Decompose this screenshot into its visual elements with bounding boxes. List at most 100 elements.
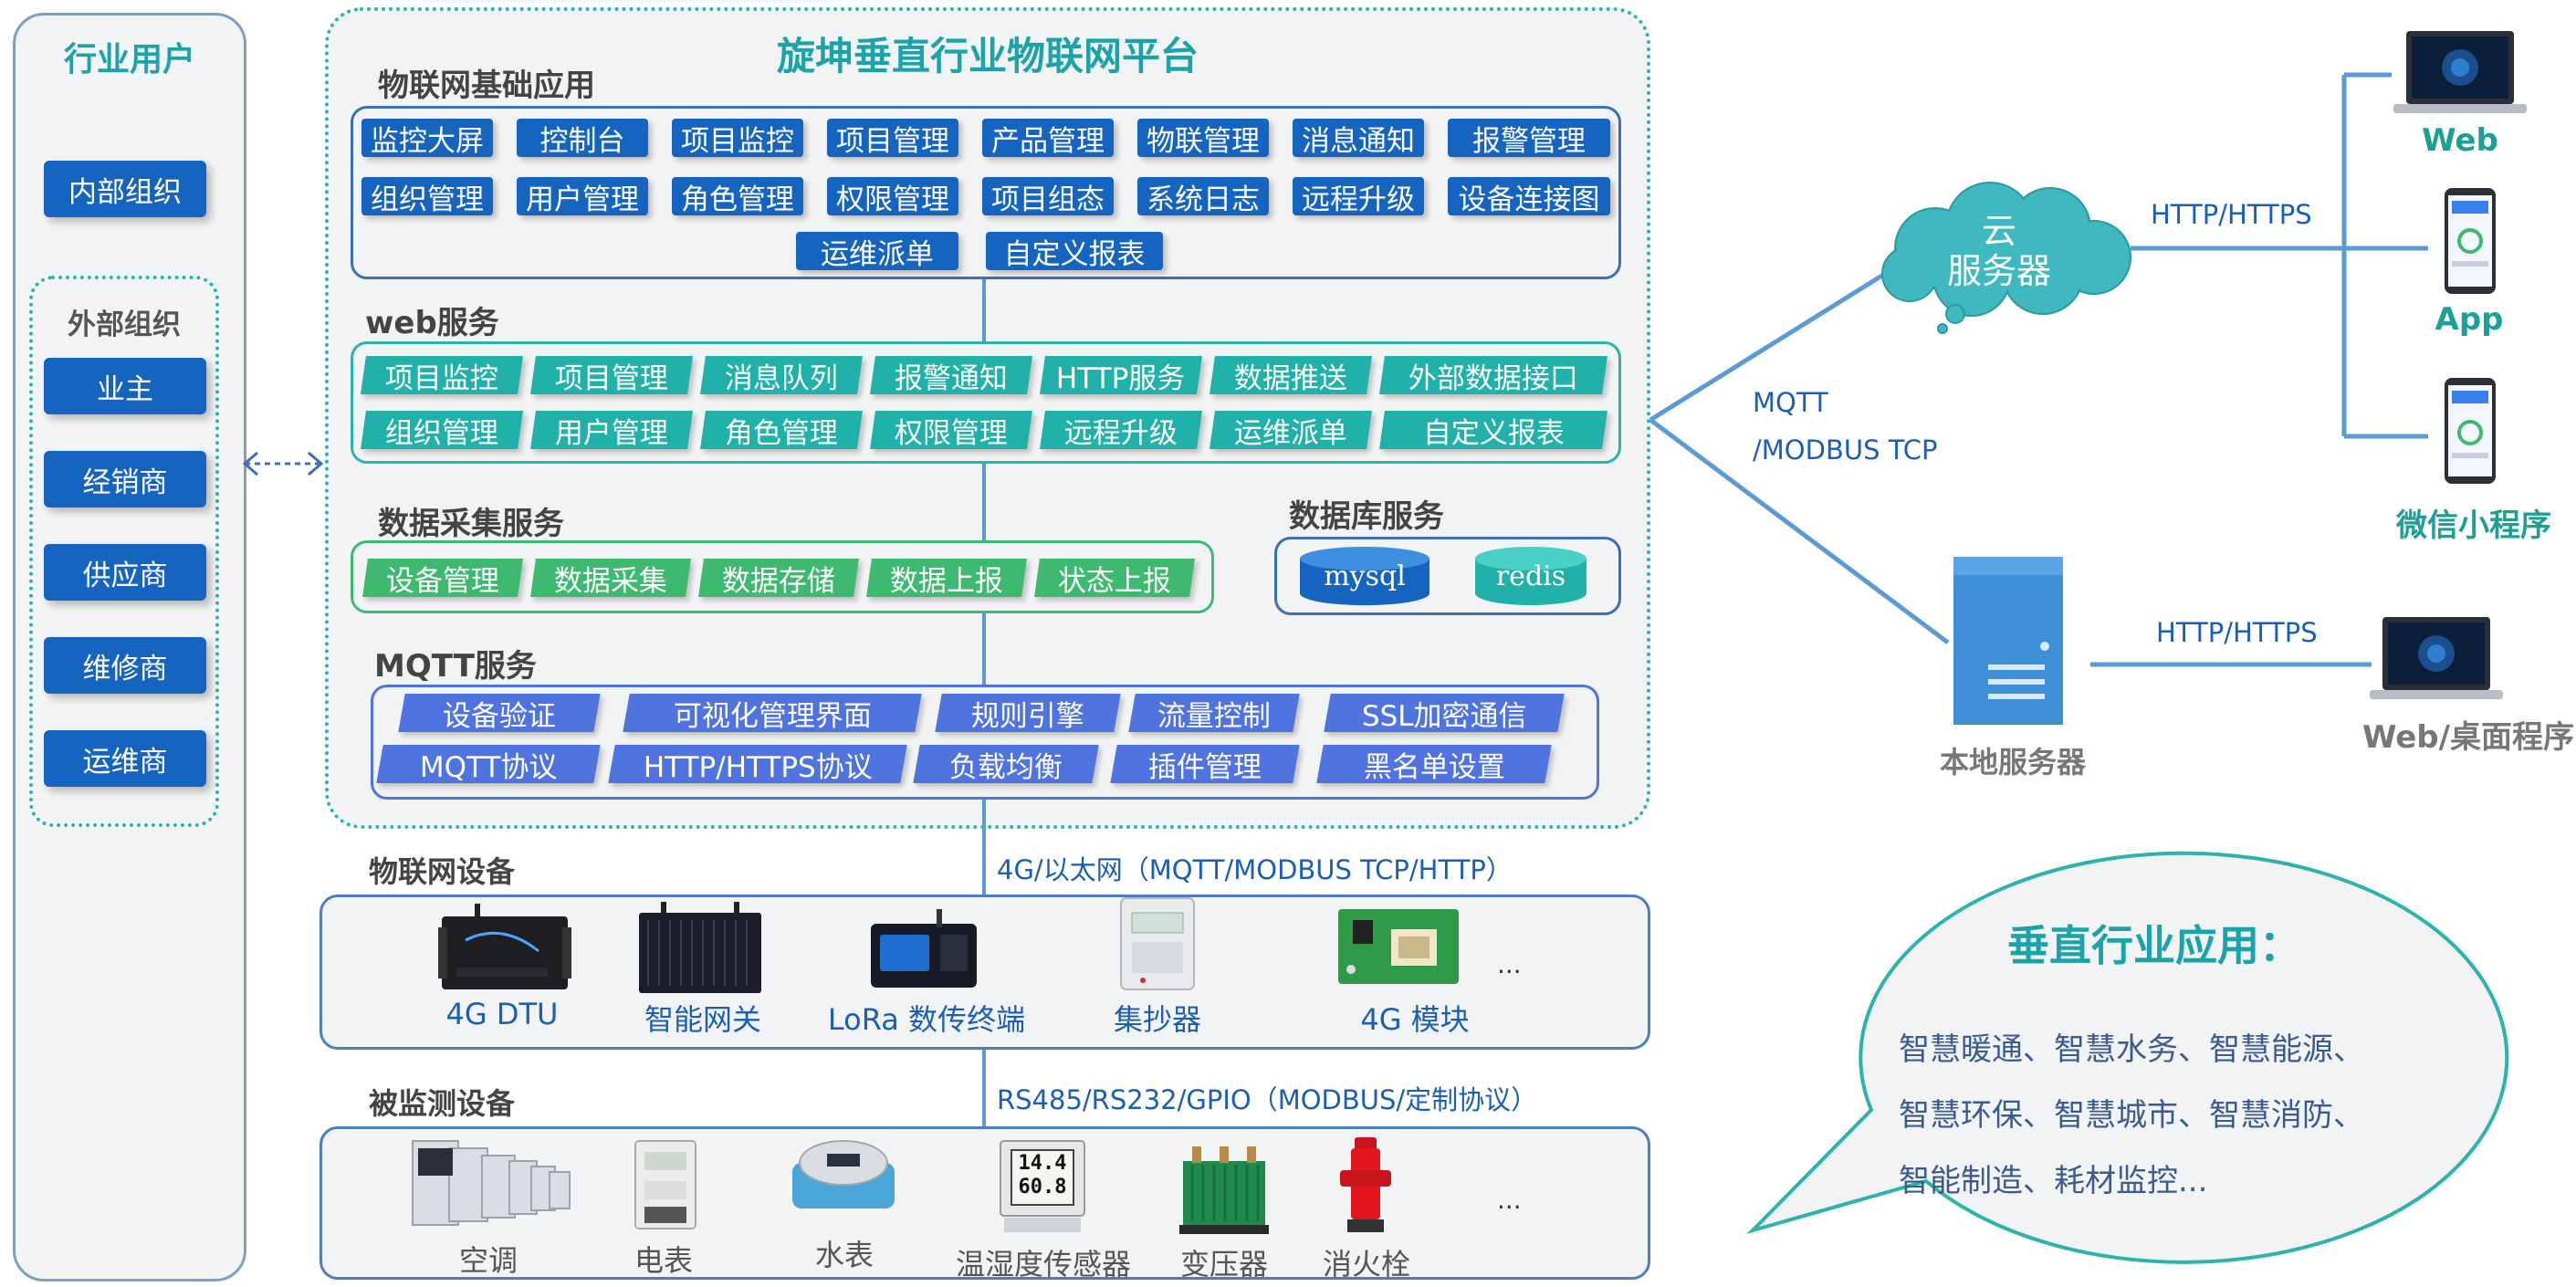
iot-basic-item[interactable]: 项目监控 [672,119,803,158]
mqtt-service-item[interactable]: 设备验证 [398,694,601,733]
connector-line [982,1048,986,1128]
gateway-device-icon [639,902,761,993]
local-protocol-label: HTTP/HTTPS [2156,617,2318,648]
data-collection-item[interactable]: 数据上报 [866,559,1027,598]
platform-title: 旋坤垂直行业物联网平台 [776,34,1199,78]
iot-basic-item[interactable]: 报警管理 [1448,119,1610,158]
bubble-line: 智能制造、耗材监控... [1899,1163,2208,1199]
web-service-item[interactable]: 项目监控 [361,356,523,395]
local-server-label: 本地服务器 [1939,745,2086,780]
wechat-miniprogram-phone-icon [2445,378,2496,484]
web-service-item[interactable]: HTTP服务 [1040,356,1202,395]
4g-module-icon [1338,909,1459,984]
local-server-icon [1953,557,2063,725]
iot-basic-item[interactable]: 用户管理 [517,177,648,216]
data-collection-item[interactable]: 设备管理 [362,559,523,598]
iot-basic-item[interactable]: 组织管理 [361,177,493,216]
redis-label: redis [1495,560,1566,592]
bidirectional-arrow-icon [242,451,324,476]
more-devices-ellipsis: ... [1497,949,1522,979]
wechat-miniprogram-label: 微信小程序 [2396,507,2551,544]
data-collection-item[interactable]: 状态上报 [1034,559,1195,598]
mqtt-service-item[interactable]: 规则引擎 [935,694,1121,733]
connector-line [982,277,986,343]
web-service-item[interactable]: 远程升级 [1040,411,1202,450]
fire-hydrant-label: 消火栓 [1322,1247,1410,1282]
iot-basic-item[interactable]: 控制台 [517,119,648,158]
web-service-item[interactable]: 运维派单 [1209,411,1372,450]
mqtt-service-item[interactable]: 负载均衡 [913,745,1099,784]
web-service-item[interactable]: 组织管理 [361,411,523,450]
external-org-title: 外部组织 [68,309,181,341]
water-meter-icon [792,1140,895,1209]
cloud-protocol-label: HTTP/HTTPS [2151,199,2312,230]
iot-basic-item[interactable]: 监控大屏 [361,119,493,158]
connector-line [982,613,986,688]
iot-basic-item[interactable]: 消息通知 [1293,119,1424,158]
bubble-title: 垂直行业应用： [2007,921,2301,970]
iot-basic-item[interactable]: 物联管理 [1137,119,1269,158]
bubble-line: 智慧暖通、智慧水务、智慧能源、 [1899,1031,2364,1068]
desktop-laptop-icon [2370,617,2503,699]
transformer-icon [1179,1146,1269,1234]
iot-devices-protocol: 4G/以太网（MQTT/MODBUS TCP/HTTP） [997,854,1513,885]
web-service-item[interactable]: 数据推送 [1209,356,1372,395]
app-client-label: App [2435,301,2504,338]
dtu-device-icon [438,904,571,989]
mqtt-service-item[interactable]: 流量控制 [1128,694,1300,733]
sensor-humidity-reading: 60.8 [1018,1176,1067,1198]
redis-database-icon [1475,547,1586,605]
dealer-button[interactable]: 经销商 [44,451,206,507]
cloud-label-line2: 服务器 [1946,251,2051,291]
iot-basic-item[interactable]: 项目组态 [982,177,1114,216]
owner-button[interactable]: 业主 [44,358,206,414]
iot-basic-item[interactable]: 产品管理 [982,119,1114,158]
web-service-item[interactable]: 角色管理 [700,411,863,450]
iot-basic-item[interactable]: 角色管理 [672,177,803,216]
iot-devices-title: 物联网设备 [369,854,516,889]
data-collection-item[interactable]: 数据存储 [698,559,859,598]
industry-users-title: 行业用户 [63,41,195,78]
mqtt-service-item[interactable]: SSL加密通信 [1324,694,1565,733]
mqtt-service-item[interactable]: 可视化管理界面 [623,694,922,733]
web-service-item[interactable]: 项目管理 [530,356,693,395]
mqtt-service-item[interactable]: MQTT协议 [376,745,601,784]
mqtt-service-item[interactable]: 插件管理 [1110,745,1300,784]
web-service-item[interactable]: 自定义报表 [1379,411,1607,450]
iot-basic-item[interactable]: 运维派单 [796,232,958,271]
iot-basic-item[interactable]: 自定义报表 [986,232,1163,271]
mysql-database-icon [1300,547,1429,606]
data-collection-item[interactable]: 数据采集 [530,559,691,598]
internal-org-button[interactable]: 内部组织 [44,161,206,217]
database-service-title: 数据库服务 [1289,498,1444,535]
iot-basic-item[interactable]: 远程升级 [1293,177,1424,216]
mqtt-service-item[interactable]: HTTP/HTTPS协议 [608,745,907,784]
iot-basic-item[interactable]: 设备连接图 [1448,177,1610,216]
web-service-item[interactable]: 权限管理 [870,411,1032,450]
iot-basic-item[interactable]: 权限管理 [827,177,958,216]
data-collection-title: 数据采集服务 [378,506,564,542]
web-service-item[interactable]: 外部数据接口 [1379,356,1607,395]
iot-basic-title: 物联网基础应用 [378,68,595,104]
more-monitored-ellipsis: ... [1497,1185,1522,1215]
mqtt-service-item[interactable]: 黑名单设置 [1316,745,1552,784]
iot-basic-item[interactable]: 项目管理 [827,119,958,158]
temperature-humidity-sensor-label: 温湿度传感器 [955,1247,1131,1282]
repairer-button[interactable]: 维修商 [44,637,206,694]
web-service-item[interactable]: 消息队列 [700,356,863,395]
concentrator-label: 集抄器 [1113,1002,1201,1037]
app-phone-icon [2445,188,2496,294]
operator-button[interactable]: 运维商 [44,730,206,787]
connector-line [982,800,986,895]
concentrator-device-icon [1120,897,1195,990]
iot-basic-item[interactable]: 系统日志 [1137,177,1269,216]
transformer-label: 变压器 [1179,1247,1268,1282]
lora-label: LoRa 数传终端 [827,1002,1026,1037]
web-service-item[interactable]: 用户管理 [530,411,693,450]
cloud-label-line1: 云 [1981,211,2016,251]
air-conditioner-icon [412,1140,571,1226]
supplier-button[interactable]: 供应商 [44,544,206,601]
cloud-server-icon [1881,182,2131,334]
electric-meter-icon [634,1140,696,1229]
web-service-item[interactable]: 报警通知 [870,356,1032,395]
